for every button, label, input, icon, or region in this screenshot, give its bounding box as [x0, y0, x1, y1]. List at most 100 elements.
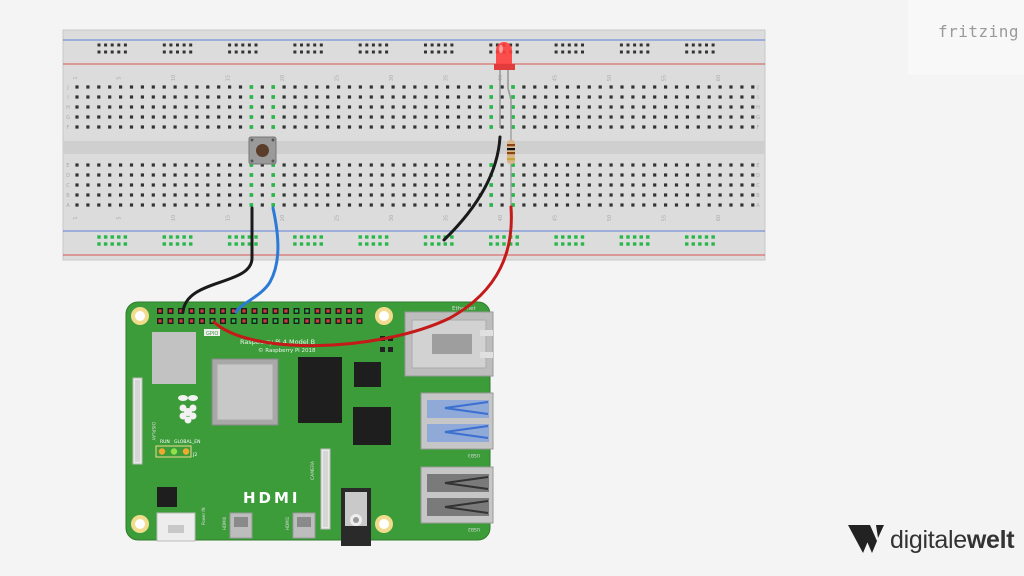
connected-rail-hole: [502, 242, 506, 246]
hole: [478, 95, 482, 99]
hole: [108, 85, 112, 89]
connected-rail-hole: [103, 235, 108, 239]
hole: [260, 193, 264, 197]
hole: [315, 85, 319, 89]
hole: [620, 193, 624, 197]
rail-hole: [117, 50, 121, 54]
hole: [75, 163, 79, 167]
hole: [576, 115, 580, 119]
black-wire-button: [181, 206, 254, 314]
hole: [696, 115, 700, 119]
hole: [707, 183, 711, 187]
hole: [108, 115, 112, 119]
hole: [467, 203, 471, 207]
connected-rail-hole: [378, 235, 382, 239]
hole: [729, 183, 733, 187]
hole: [260, 125, 264, 129]
hole: [609, 105, 613, 109]
hole: [358, 125, 362, 129]
connected-hole: [489, 193, 493, 197]
hole: [326, 163, 330, 167]
hole: [402, 95, 406, 99]
hole: [522, 115, 526, 119]
global-en-label: GLOBAL_EN: [174, 439, 201, 445]
hole: [620, 125, 624, 129]
connected-rail-hole: [711, 242, 715, 246]
hole: [337, 125, 341, 129]
rail-hole: [437, 43, 441, 47]
connected-rail-hole: [365, 242, 369, 246]
column-number: 10: [171, 75, 177, 81]
hole: [119, 95, 123, 99]
gpio-pin: [221, 309, 225, 313]
hole: [195, 193, 199, 197]
gpio-pin: [200, 319, 204, 323]
hole: [685, 115, 689, 119]
hole: [544, 203, 548, 207]
rail-hole: [698, 43, 702, 47]
hole: [108, 105, 112, 109]
rail-hole: [319, 50, 323, 54]
rail-hole: [567, 50, 571, 54]
connected-hole: [511, 95, 515, 99]
hole: [173, 193, 177, 197]
connected-rail-hole: [626, 235, 630, 239]
rail-hole: [241, 50, 245, 54]
push-button: [248, 136, 277, 165]
hole: [108, 203, 112, 207]
rail-hole: [162, 50, 166, 54]
hole: [238, 125, 243, 129]
hole: [217, 85, 221, 89]
hole: [315, 193, 319, 197]
hole: [282, 115, 286, 119]
hole: [576, 193, 580, 197]
hole: [293, 183, 297, 187]
connected-hole: [271, 193, 275, 197]
hole: [413, 125, 417, 129]
hole: [75, 105, 79, 109]
hole: [184, 105, 188, 109]
hole: [304, 163, 308, 167]
hole: [108, 163, 112, 167]
connected-rail-hole: [632, 235, 637, 239]
hole: [696, 183, 700, 187]
hole: [664, 183, 668, 187]
hole: [740, 85, 744, 89]
hole: [97, 163, 101, 167]
hole: [184, 95, 188, 99]
row-letter: H: [66, 105, 70, 111]
hole: [664, 125, 668, 129]
hole: [533, 173, 537, 177]
hole: [184, 193, 188, 197]
hole: [140, 95, 144, 99]
hole: [631, 115, 635, 119]
connected-rail-hole: [189, 235, 193, 239]
hole: [685, 85, 689, 89]
hole: [696, 163, 700, 167]
hole: [631, 173, 635, 177]
hole: [162, 85, 166, 89]
connected-hole: [511, 163, 515, 167]
row-letter: C: [756, 183, 760, 189]
hole: [260, 183, 264, 187]
hole: [533, 183, 537, 187]
raspberry-logo: [178, 395, 198, 424]
hole: [304, 105, 308, 109]
hole: [598, 85, 602, 89]
connected-hole: [271, 115, 275, 119]
connected-rail-hole: [117, 235, 121, 239]
hole: [228, 193, 232, 197]
rail-hole: [247, 43, 251, 47]
column-number: 1: [73, 216, 79, 219]
hole: [478, 105, 482, 109]
hole: [293, 115, 297, 119]
hole: [500, 163, 504, 167]
connected-rail-hole: [580, 242, 585, 246]
center-channel: [63, 141, 765, 154]
hole: [642, 95, 646, 99]
blue-wire-button: [234, 206, 280, 314]
connected-rail-hole: [117, 242, 121, 246]
hole: [533, 105, 537, 109]
row-letter: I: [757, 95, 758, 101]
hole: [478, 85, 482, 89]
